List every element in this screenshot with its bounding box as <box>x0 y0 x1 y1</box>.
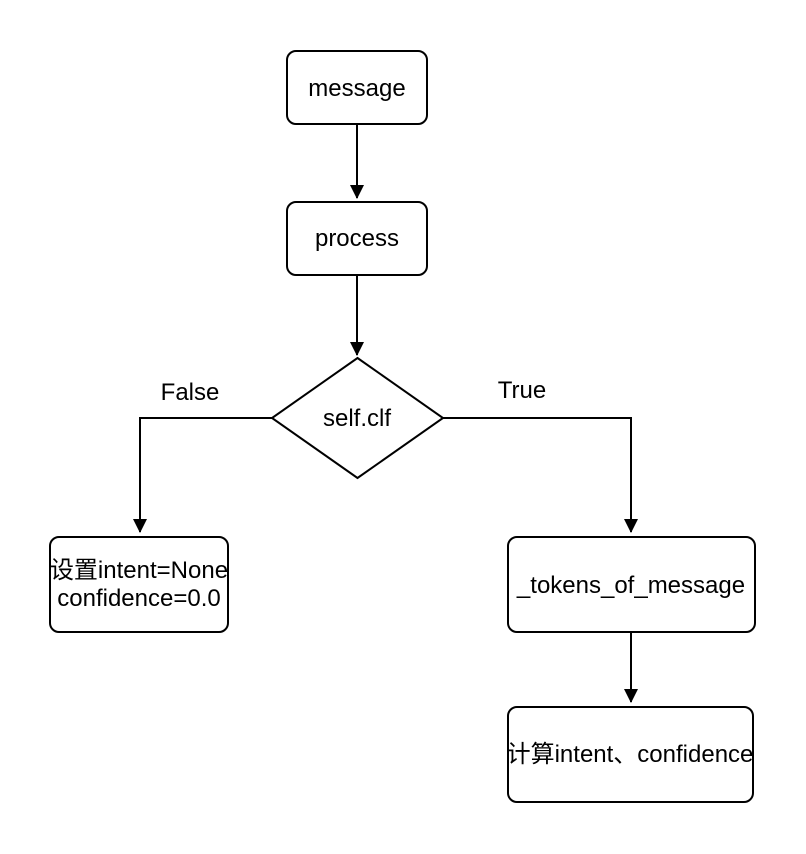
node-message <box>286 50 428 125</box>
node-compute <box>507 706 754 803</box>
node-set-defaults <box>49 536 229 633</box>
node-tokens-label: _tokens_of_message <box>516 572 745 599</box>
node-set-defaults-line2: confidence=0.0 <box>57 585 220 612</box>
edge-label-true: True <box>498 377 546 404</box>
node-process <box>286 201 428 276</box>
node-decision-label: self.clf <box>323 405 391 432</box>
edge-label-false: False <box>161 379 220 406</box>
node-tokens <box>507 536 756 633</box>
node-process-label: process <box>315 225 399 252</box>
node-decision-diamond <box>270 356 445 480</box>
edge-decision-true-branch <box>443 417 638 533</box>
node-set-defaults-line1: 设置intent=None <box>50 557 228 584</box>
node-message-label: message <box>308 75 405 102</box>
edge-decision-false-branch <box>133 417 272 533</box>
node-compute-label: 计算intent、confidence <box>507 741 754 768</box>
